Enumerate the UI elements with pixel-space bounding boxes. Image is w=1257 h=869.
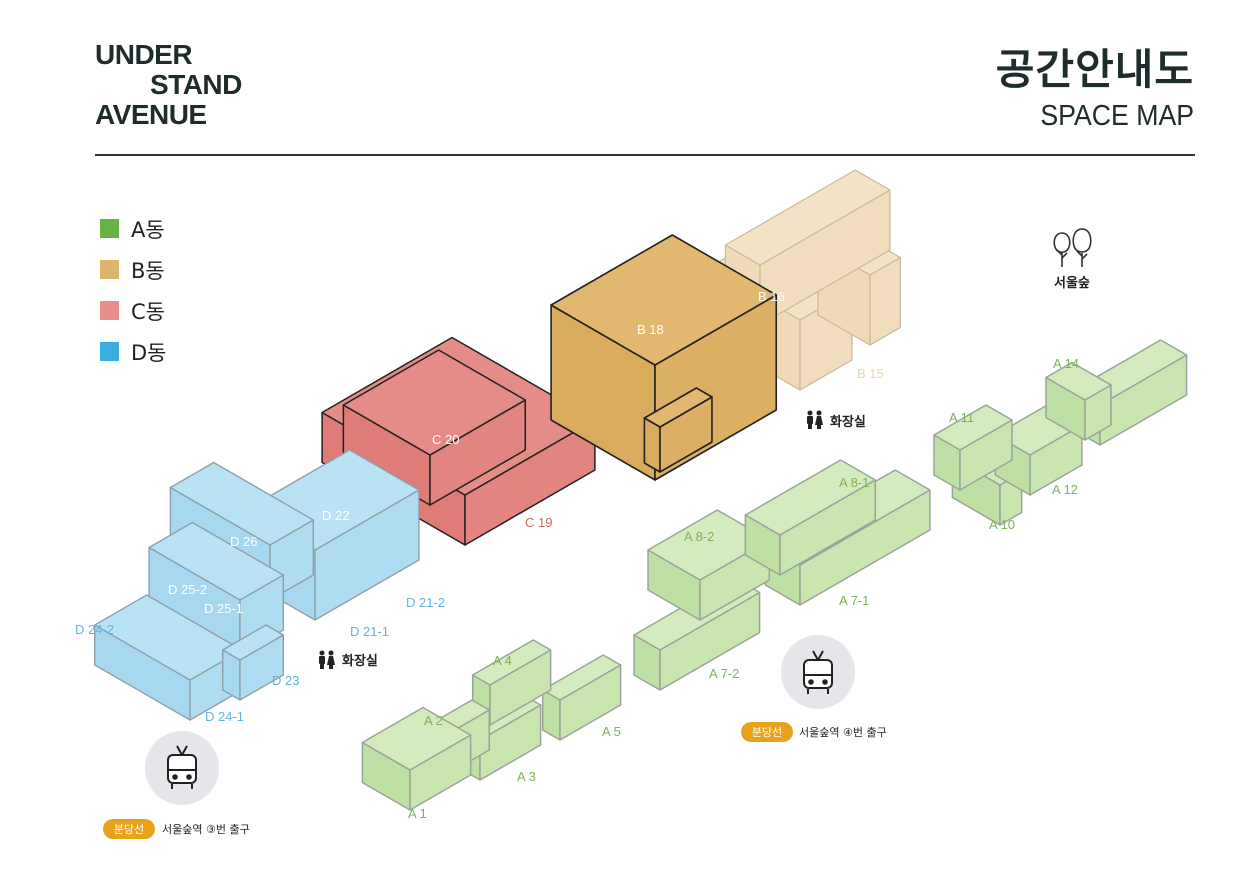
label-a12: A 12 — [1052, 482, 1078, 497]
label-d23: D 23 — [272, 673, 299, 688]
legend: A동 B동 C동 D동 — [100, 208, 167, 372]
legend-item-d: D동 — [100, 331, 167, 372]
label-a11: A 11 — [949, 410, 974, 425]
label-a8-2: A 8-2 — [684, 529, 714, 544]
page-title-korean: 공간안내도 — [995, 45, 1194, 94]
legend-swatch-c — [100, 301, 119, 320]
building-b16-top-face — [724, 169, 891, 266]
label-a5: A 5 — [602, 724, 621, 739]
label-a10: A 10 — [989, 517, 1015, 532]
legend-item-b: B동 — [100, 249, 167, 290]
building-b18-top-face — [550, 234, 778, 366]
building-a11-top-face — [933, 404, 1013, 451]
bus-icon — [803, 650, 833, 694]
building-a1-top-face — [361, 706, 472, 771]
bus-icon — [167, 745, 197, 789]
building-a4-top-face — [471, 639, 552, 686]
bus-stop-right: 분당선 서울숲역 ④번 출구 — [741, 635, 887, 742]
logo-line-2: STAND — [150, 69, 242, 100]
label-a8-1: A 8-1 — [839, 475, 869, 490]
label-a1: A 1 — [408, 806, 427, 821]
exit-label: 서울숲역 ④번 출구 — [799, 726, 887, 739]
restroom-icon — [807, 410, 823, 429]
label-d25-2: D 25-2 — [168, 582, 207, 597]
building-d23-top-face — [221, 624, 284, 661]
label-d24-2: D 24-2 — [75, 622, 114, 637]
trees-icon — [1053, 228, 1092, 267]
legend-label-c: C동 — [131, 299, 165, 324]
line-badge — [741, 722, 793, 742]
bus-stop-left: 분당선 서울숲역 ③번 출구 — [103, 731, 250, 839]
logo: UNDER STAND AVENUE — [95, 40, 242, 130]
label-a7-1: A 7-1 — [839, 593, 869, 608]
legend-swatch-b — [100, 260, 119, 279]
building-d25-1-top-face — [148, 521, 284, 601]
label-d21-2: D 21-2 — [406, 595, 445, 610]
restroom-icon — [319, 650, 335, 669]
legend-swatch-d — [100, 342, 119, 361]
label-d21-1: D 21-1 — [350, 624, 389, 639]
legend-swatch-a — [100, 219, 119, 238]
label-a7-2: A 7-2 — [709, 666, 739, 681]
header-divider — [95, 154, 1195, 156]
building-c20-top-face — [342, 349, 527, 456]
building-a5-top-face — [541, 654, 622, 701]
legend-label-b: B동 — [131, 258, 165, 283]
label-d22: D 22 — [322, 508, 349, 523]
logo-line-3: AVENUE — [95, 99, 207, 130]
legend-item-a: A동 — [100, 208, 167, 249]
label-c20: C 20 — [432, 432, 459, 447]
building-b18-annex-top-face — [643, 387, 713, 428]
label-d25-1: D 25-1 — [204, 601, 243, 616]
exit-label: 서울숲역 ③번 출구 — [162, 823, 250, 836]
buildings — [94, 169, 1188, 811]
line-badge-text: 분당선 — [114, 823, 144, 836]
line-badge — [103, 819, 155, 839]
legend-item-c: C동 — [100, 290, 167, 331]
building-a14-b-top-face — [1045, 361, 1112, 401]
restroom-label-b: 화장실 — [830, 414, 866, 430]
label-d24-1: D 24-1 — [205, 709, 244, 724]
building-a8-1-top-face — [744, 459, 877, 536]
park-label: 서울숲 — [1054, 275, 1090, 291]
label-a14: A 14 — [1053, 356, 1079, 371]
legend-label-a: A동 — [131, 217, 165, 242]
building-d26-top-face — [169, 461, 314, 546]
label-c19: C 19 — [525, 515, 552, 530]
building-labels: B 16 B 18 B 15 C 20 C 19 D 22 D 26 D 25-2 D 25-1… — [75, 289, 1079, 821]
page-title-english: SPACE MAP — [1040, 100, 1194, 132]
label-a3: A 3 — [517, 769, 536, 784]
logo-line-1: UNDER — [95, 39, 193, 70]
label-b16: B 16 — [758, 289, 785, 304]
label-d26: D 26 — [230, 534, 257, 549]
legend-label-d: D동 — [131, 340, 167, 365]
line-badge-text: 분당선 — [752, 726, 782, 739]
restroom-label-d: 화장실 — [342, 653, 378, 669]
label-a4: A 4 — [493, 653, 512, 668]
label-b18: B 18 — [637, 322, 664, 337]
label-a2: A 2 — [424, 713, 443, 728]
label-b15: B 15 — [857, 366, 884, 381]
